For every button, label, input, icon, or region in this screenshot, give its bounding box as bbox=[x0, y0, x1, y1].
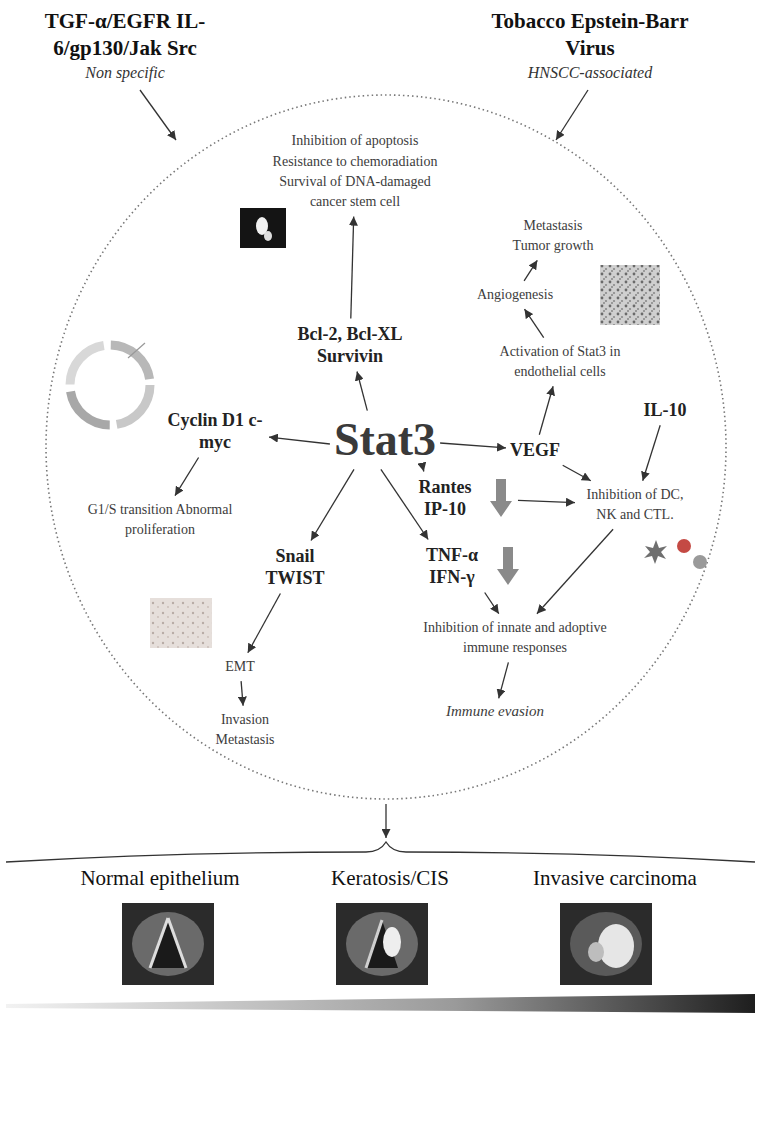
node-text: Tobacco Epstein-Barr Virus bbox=[483, 8, 697, 61]
input-arrow bbox=[556, 90, 588, 140]
text-node: Invasion Metastasis bbox=[205, 710, 285, 751]
node-text: Stat3 bbox=[334, 415, 436, 466]
text-node: Bcl-2, Bcl-XL Survivin bbox=[283, 323, 418, 368]
node-text: Metastasis Tumor growth bbox=[506, 216, 601, 257]
connector-arrow bbox=[525, 309, 544, 338]
text-node: VEGF bbox=[510, 439, 560, 462]
node-text: Rantes IP-10 bbox=[406, 476, 484, 521]
node-text: Snail TWIST bbox=[255, 545, 335, 590]
gradient-bar bbox=[6, 994, 755, 1013]
down-regulation-arrow bbox=[497, 547, 519, 585]
connector-arrow bbox=[563, 465, 591, 480]
node-text: EMT bbox=[225, 657, 255, 677]
connector-arrow bbox=[241, 681, 243, 706]
connector-arrow bbox=[175, 458, 199, 496]
down-regulation-arrow bbox=[490, 479, 512, 517]
node-text: Angiogenesis bbox=[477, 285, 553, 305]
connector-arrow bbox=[351, 217, 354, 319]
text-node: Cyclin D1 c-myc bbox=[165, 409, 265, 454]
larynx-photo bbox=[560, 903, 652, 985]
connector-arrow bbox=[440, 443, 506, 448]
emt-image bbox=[150, 598, 212, 648]
text-node: Rantes IP-10 bbox=[406, 476, 514, 521]
node-text: Inhibition of apoptosis Resistance to ch… bbox=[260, 131, 450, 212]
text-node: Angiogenesis bbox=[477, 285, 553, 305]
node-text: VEGF bbox=[510, 439, 560, 462]
node-text: Inhibition of innate and adoptive immune… bbox=[403, 618, 628, 659]
stage-label: Invasive carcinoma bbox=[533, 866, 697, 891]
immune-cells-icon bbox=[644, 539, 707, 569]
input-arrow bbox=[140, 90, 176, 140]
dotted-circle bbox=[46, 95, 726, 799]
text-node: Metastasis Tumor growth bbox=[506, 216, 601, 257]
node-subtext: HNSCC-associated bbox=[483, 64, 697, 82]
connector-arrow bbox=[269, 437, 330, 444]
output-arrow bbox=[385, 804, 386, 838]
connector-arrow bbox=[518, 500, 575, 502]
node-text: Inhibition of DC, NK and CTL. bbox=[579, 485, 691, 526]
connector-arrow bbox=[643, 425, 661, 480]
text-node: TGF-α/EGFR IL-6/gp130/Jak SrcNon specifi… bbox=[9, 8, 241, 82]
larynx-photo bbox=[336, 903, 428, 985]
connector-arrow bbox=[311, 469, 354, 540]
connector-arrow bbox=[499, 662, 509, 698]
node-text: TGF-α/EGFR IL-6/gp130/Jak Src bbox=[9, 8, 241, 61]
text-node: Activation of Stat3 in endothelial cells bbox=[495, 342, 625, 383]
bracket bbox=[6, 842, 755, 862]
cell-cycle-icon bbox=[70, 343, 150, 425]
text-node: Inhibition of apoptosis Resistance to ch… bbox=[260, 131, 450, 212]
text-node: EMT bbox=[225, 657, 255, 677]
angiogenesis-image bbox=[600, 265, 660, 325]
node-subtext: Non specific bbox=[9, 64, 241, 82]
down-regulation-arrow bbox=[490, 479, 512, 517]
connector-arrow bbox=[485, 593, 499, 614]
node-text: Immune evasion bbox=[446, 702, 544, 722]
node-text: TNF-α IFN-γ bbox=[413, 544, 491, 589]
text-node: Snail TWIST bbox=[255, 545, 335, 590]
text-node: Tobacco Epstein-Barr VirusHNSCC-associat… bbox=[483, 8, 697, 82]
stage-label: Normal epithelium bbox=[80, 866, 239, 891]
connector-arrow bbox=[537, 529, 613, 613]
stem-cell-image bbox=[240, 208, 286, 248]
text-node: IL-10 bbox=[643, 399, 686, 422]
node-text: G1/S transition Abnormal proliferation bbox=[86, 500, 234, 541]
node-text: IL-10 bbox=[643, 399, 686, 422]
connector-arrow bbox=[248, 594, 281, 653]
connector-arrow bbox=[357, 372, 367, 411]
text-node: Immune evasion bbox=[446, 702, 544, 722]
text-node: Stat3 bbox=[334, 415, 436, 466]
connector-arrow bbox=[423, 469, 425, 471]
node-text: Invasion Metastasis bbox=[205, 710, 285, 751]
larynx-photo bbox=[122, 903, 214, 985]
down-regulation-arrow bbox=[497, 547, 519, 585]
node-text: Cyclin D1 c-myc bbox=[165, 409, 265, 454]
stage-label: Keratosis/CIS bbox=[331, 866, 449, 891]
text-node: Inhibition of DC, NK and CTL. bbox=[579, 485, 691, 526]
node-text: Activation of Stat3 in endothelial cells bbox=[495, 342, 625, 383]
text-node: TNF-α IFN-γ bbox=[413, 544, 521, 589]
node-text: Bcl-2, Bcl-XL Survivin bbox=[283, 323, 418, 368]
connector-arrow bbox=[539, 386, 553, 435]
connector-arrow bbox=[524, 260, 537, 281]
text-node: G1/S transition Abnormal proliferation bbox=[86, 500, 234, 541]
text-node: Inhibition of innate and adoptive immune… bbox=[403, 618, 628, 659]
